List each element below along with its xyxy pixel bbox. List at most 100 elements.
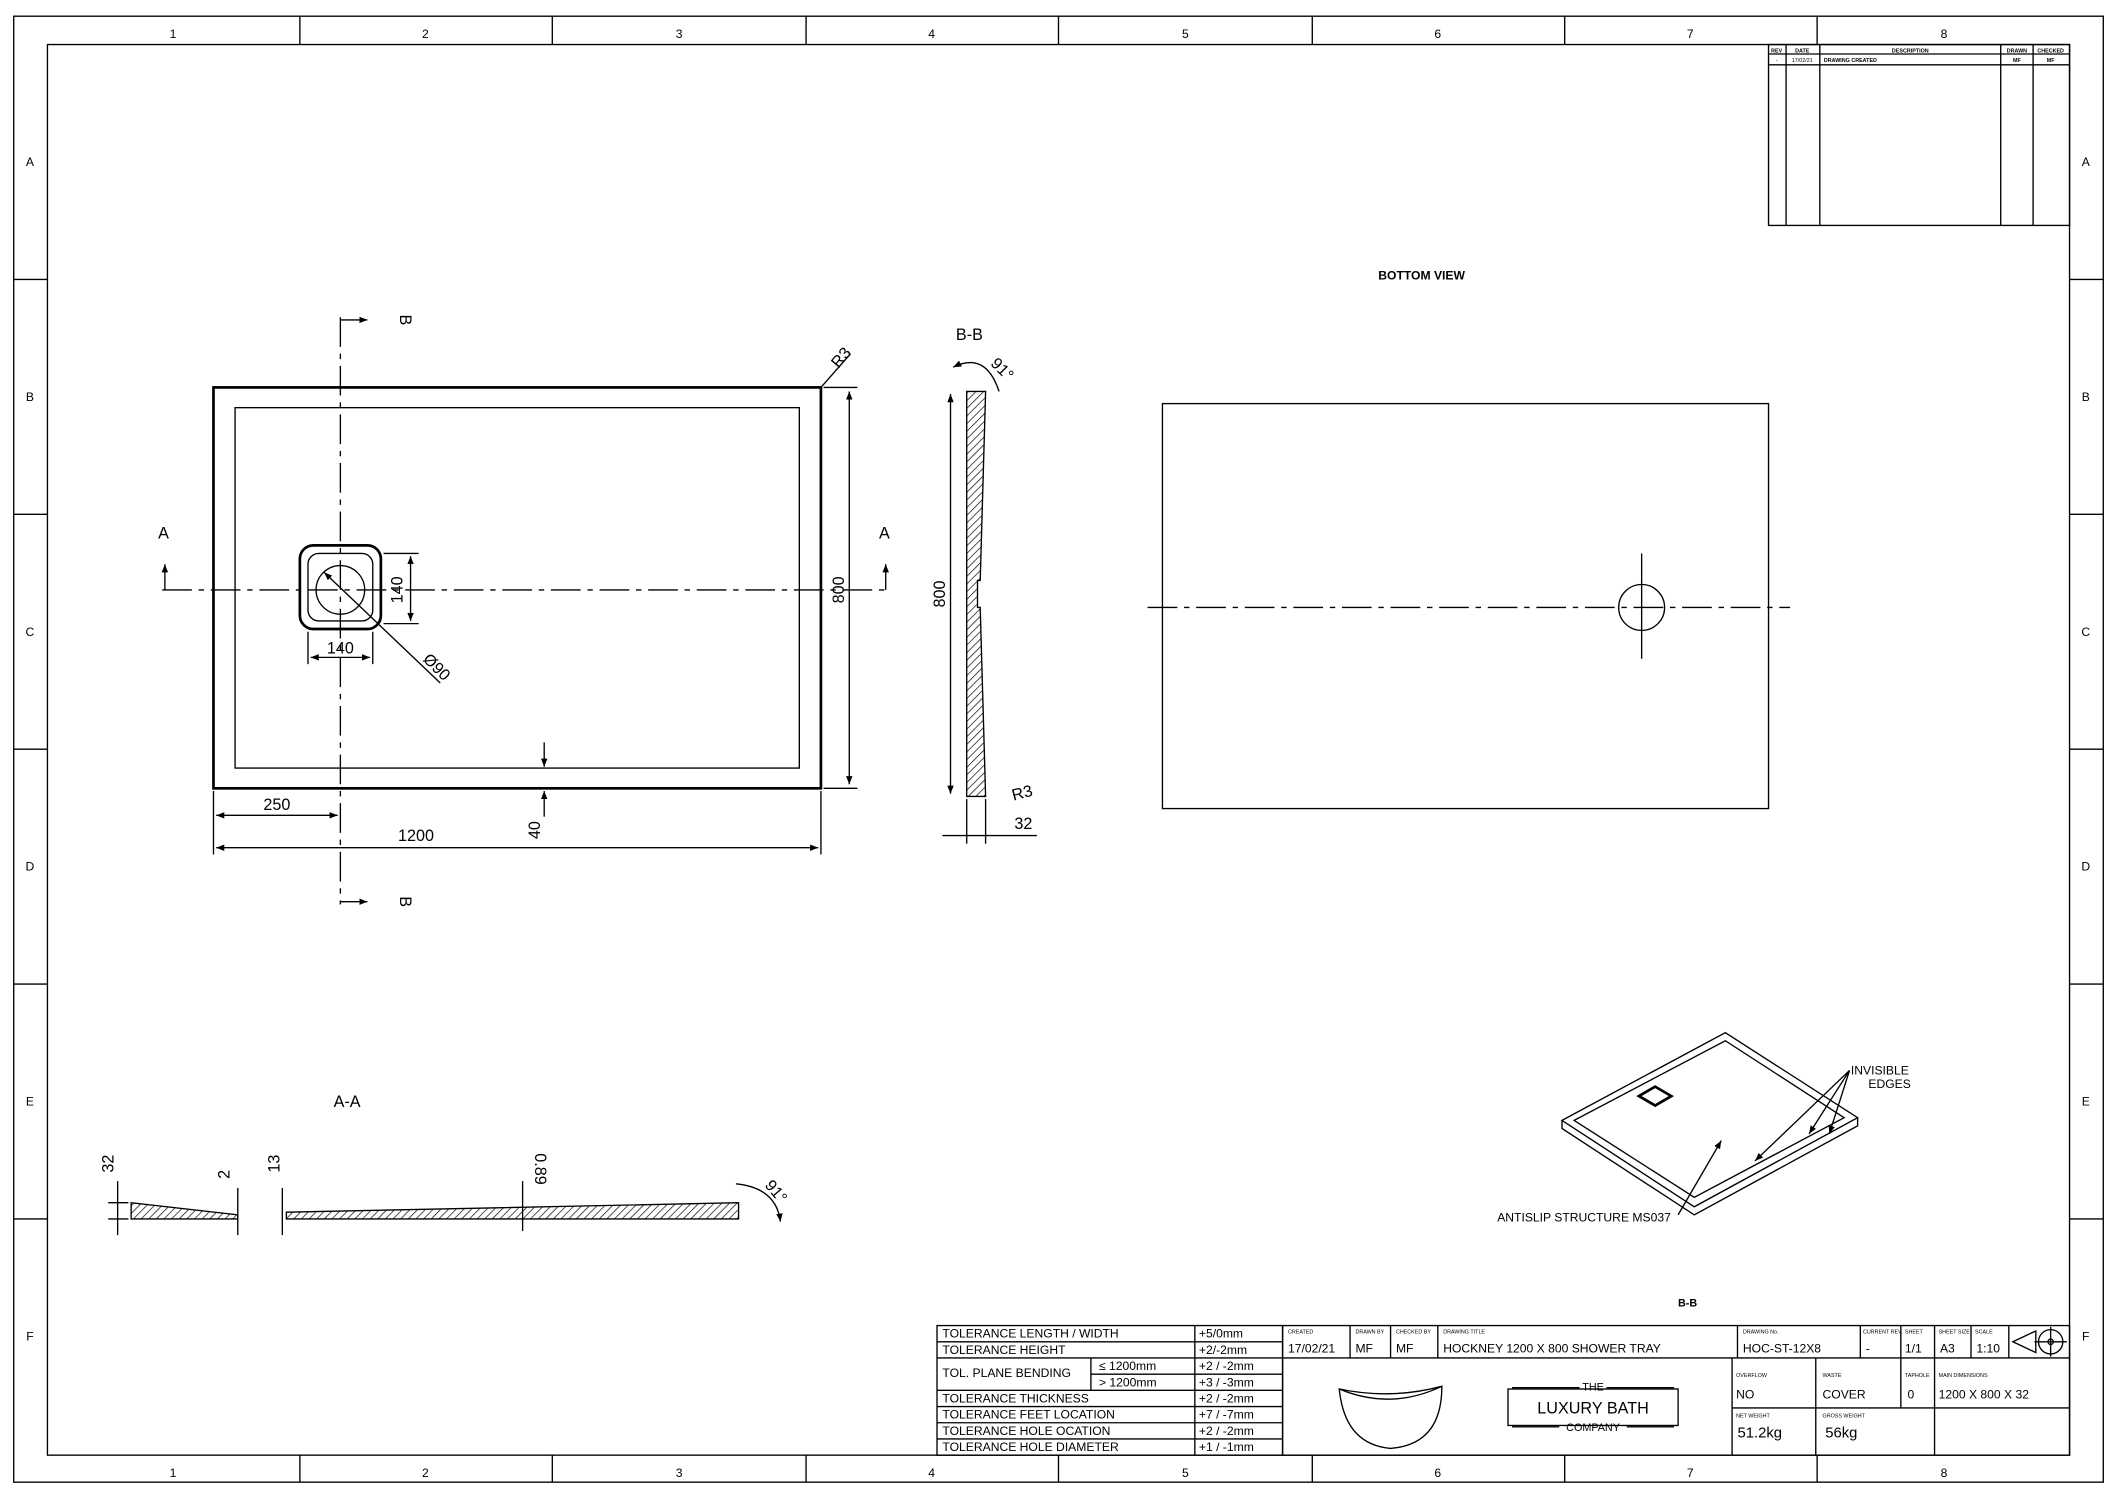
zone-column-label: 2 xyxy=(422,27,429,41)
checked-header: CHECKED xyxy=(2037,49,2064,55)
zone-row-label: B xyxy=(26,390,34,404)
created-value: 17/02/21 xyxy=(1288,1342,1335,1356)
drawn-cell: MF xyxy=(2013,58,2021,64)
dim-radius: R3 xyxy=(828,344,855,371)
zone-column-label: 1 xyxy=(170,1466,177,1480)
drawing-number-label: DRAWING No. xyxy=(1743,1330,1779,1336)
dim-border: 40 xyxy=(526,821,544,839)
tolerance-sub-label: ≤ 1200mm xyxy=(1099,1359,1156,1373)
section-aa-angle: 91° xyxy=(761,1176,791,1206)
section-aa-dim-32: 32 xyxy=(100,1155,118,1173)
dim-drain-height: 140 xyxy=(388,576,406,603)
section-aa-view: A-A 32 2 13 0.89 91° xyxy=(100,1093,791,1236)
rev-header: REV xyxy=(1771,49,1782,55)
section-bb-angle: 91° xyxy=(987,354,1017,384)
dim-drain-width: 140 xyxy=(327,639,354,657)
tolerance-label: TOLERANCE HOLE DIAMETER xyxy=(942,1440,1119,1454)
zone-row-label: F xyxy=(26,1329,33,1343)
tolerance-label: TOLERANCE HEIGHT xyxy=(942,1343,1066,1357)
section-bb-radius: R3 xyxy=(1010,782,1035,805)
date-cell: 17/02/21 xyxy=(1792,58,1813,64)
current-rev: - xyxy=(1866,1342,1870,1356)
overflow-label: OVERFLOW xyxy=(1736,1373,1768,1379)
dim-drain-offset: 250 xyxy=(263,796,290,814)
description-header: DESCRIPTION xyxy=(1892,49,1929,55)
tolerance-value: +1 / -1mm xyxy=(1199,1440,1254,1454)
invisible-edges-note-2: EDGES xyxy=(1868,1077,1910,1091)
projection-symbol-icon xyxy=(2011,1326,2067,1357)
tolerance-label: TOLERANCE LENGTH / WIDTH xyxy=(942,1327,1118,1341)
rev-cell: - xyxy=(1776,58,1778,64)
zone-row-label: A xyxy=(26,155,35,169)
drawing-title: HOCKNEY 1200 X 800 SHOWER TRAY xyxy=(1443,1342,1661,1356)
zone-row-label: B xyxy=(2082,390,2090,404)
sheet-value: 1/1 xyxy=(1905,1342,1922,1356)
waste-value: COVER xyxy=(1823,1387,1866,1401)
zone-row-label: C xyxy=(2081,625,2090,639)
current-rev-label: CURRENT REV. xyxy=(1863,1330,1903,1336)
description-cell: DRAWING CREATED xyxy=(1824,58,1877,64)
section-aa-title: A-A xyxy=(334,1093,361,1111)
tolerance-value: +7 / -7mm xyxy=(1199,1408,1254,1422)
title-block: CREATED 17/02/21 DRAWN BY MF CHECKED BY … xyxy=(1281,1324,2071,1456)
tolerance-value: +3 / -3mm xyxy=(1199,1375,1254,1389)
taphole-label: TAPHOLE xyxy=(1905,1373,1930,1379)
checked-by-label: CHECKED BY xyxy=(1396,1330,1431,1336)
tolerance-label: TOLERANCE FEET LOCATION xyxy=(942,1408,1114,1422)
tolerance-table: TOLERANCE LENGTH / WIDTH +5/0mmTOLERANCE … xyxy=(936,1324,1284,1456)
zone-column-label: 3 xyxy=(676,1466,683,1480)
tolerance-value: +2 / -2mm xyxy=(1199,1424,1254,1438)
zone-row-label: A xyxy=(2082,155,2091,169)
drawn-header: DRAWN xyxy=(2007,49,2027,55)
plan-view: A A B B R3 800 140 140 Ø90 250 1200 40 xyxy=(158,315,892,907)
tolerance-value: +2 / -2mm xyxy=(1199,1359,1254,1373)
zone-row-label: E xyxy=(26,1095,34,1109)
section-bb-title: B-B xyxy=(956,326,983,344)
zone-column-label: 5 xyxy=(1182,27,1189,41)
net-weight: 51.2kg xyxy=(1737,1426,1782,1442)
logo-main: LUXURY BATH xyxy=(1537,1399,1649,1417)
sheet-size: A3 xyxy=(1940,1342,1955,1356)
tolerance-label: TOLERANCE THICKNESS xyxy=(942,1392,1088,1406)
date-header: DATE xyxy=(1795,49,1810,55)
dim-width: 1200 xyxy=(398,827,434,845)
drawing-title-label: DRAWING TITLE xyxy=(1443,1330,1485,1336)
isometric-view: INVISIBLE EDGES ANTISLIP STRUCTURE MS037… xyxy=(1497,1031,1911,1310)
zone-column-label: 4 xyxy=(928,1466,935,1480)
zone-column-label: 8 xyxy=(1941,1466,1948,1480)
logo-the: THE xyxy=(1582,1381,1604,1393)
zone-row-label: D xyxy=(2081,860,2090,874)
section-bb-view: B-B 91° 800 R3 32 xyxy=(931,326,1037,844)
zone-column-label: 1 xyxy=(170,27,177,41)
main-dimensions: 1200 X 800 X 32 xyxy=(1939,1387,2030,1401)
zone-row-label: E xyxy=(2082,1095,2090,1109)
checked-cell: MF xyxy=(2047,58,2055,64)
gross-weight-label: GROSS WEIGHT xyxy=(1823,1413,1866,1419)
tolerance-sub-label: > 1200mm xyxy=(1099,1375,1157,1389)
zone-column-label: 4 xyxy=(928,27,935,41)
tolerance-value: +2/-2mm xyxy=(1199,1343,1247,1357)
tolerance-label: TOLERANCE HOLE OCATION xyxy=(942,1424,1110,1438)
tolerance-label: TOL. PLANE BENDING xyxy=(942,1366,1070,1380)
drawn-by-label: DRAWN BY xyxy=(1355,1330,1384,1336)
revision-table: REV DATE DESCRIPTION DRAWN CHECKED - 17/… xyxy=(1767,43,2071,227)
checked-by-value: MF xyxy=(1396,1342,1414,1356)
dim-height: 800 xyxy=(830,576,848,603)
zone-column-label: 5 xyxy=(1182,1466,1189,1480)
antislip-note: ANTISLIP STRUCTURE MS037 xyxy=(1497,1211,1671,1225)
dim-drain-diameter: Ø90 xyxy=(419,650,453,684)
section-b-bottom-label: B xyxy=(396,896,414,907)
zone-column-label: 3 xyxy=(676,27,683,41)
zone-row-label: F xyxy=(2082,1329,2089,1343)
section-aa-slope: 0.89 xyxy=(531,1153,549,1185)
gross-weight: 56kg xyxy=(1825,1426,1857,1442)
scale-value: 1:10 xyxy=(1976,1342,2000,1356)
tolerance-value: +5/0mm xyxy=(1199,1327,1243,1341)
overflow-value: NO xyxy=(1736,1387,1754,1401)
waste-label: WASTE xyxy=(1823,1373,1842,1379)
sheet-size-label: SHEET SIZE xyxy=(1939,1330,1971,1336)
scale-label: SCALE xyxy=(1975,1330,1993,1336)
bottom-view-title: BOTTOM VIEW xyxy=(1378,268,1465,282)
